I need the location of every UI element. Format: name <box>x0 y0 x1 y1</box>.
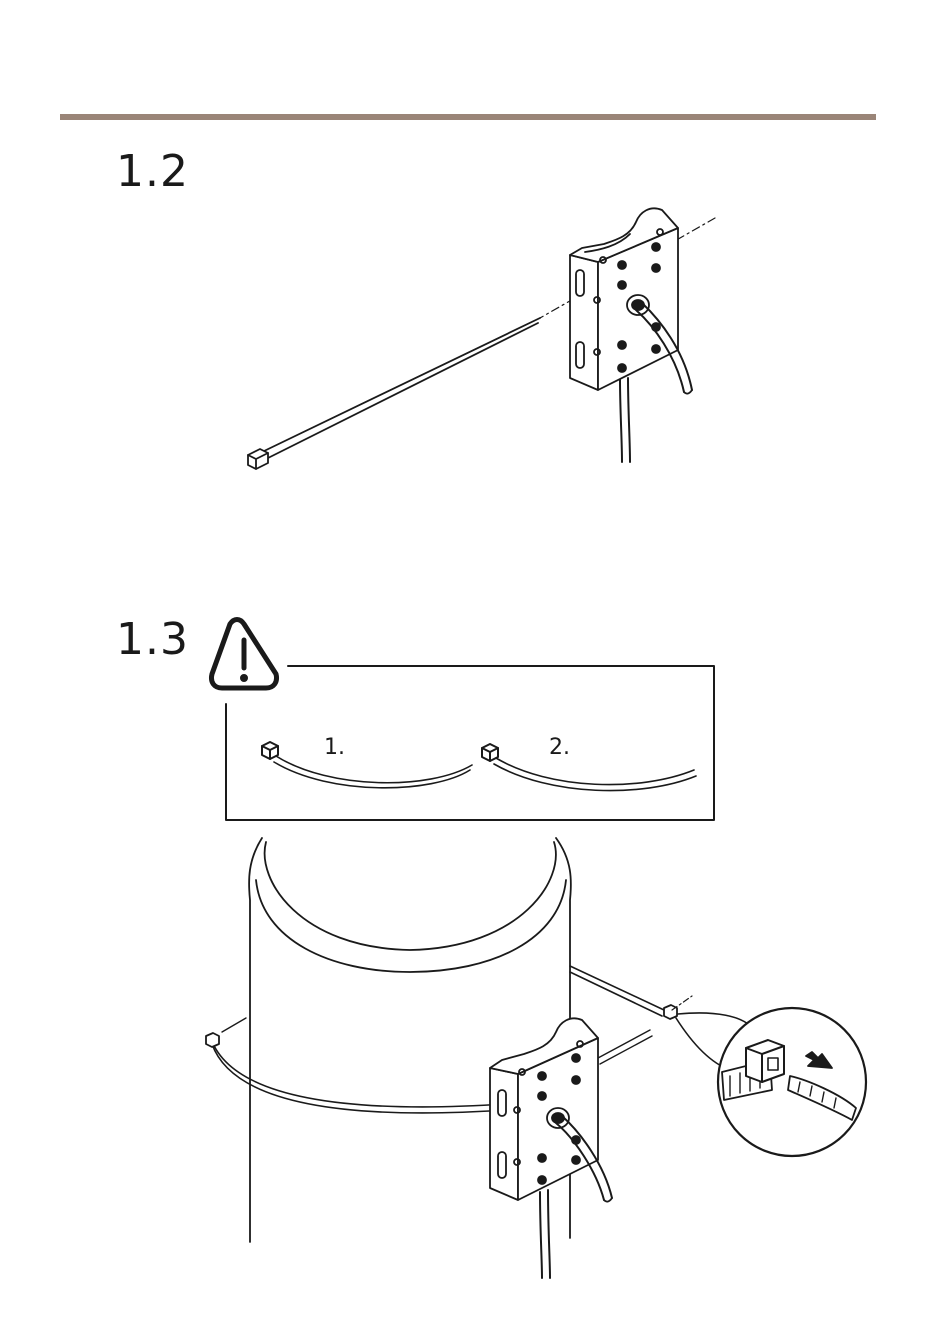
tie-straight-illustration <box>262 742 472 788</box>
header-rule <box>60 114 876 120</box>
cable-tie <box>248 318 540 469</box>
tie-label-2: 2. <box>549 737 570 759</box>
figure-1-2 <box>0 195 933 485</box>
step-number-1-3: 1.3 <box>116 618 189 662</box>
figure-1-3 <box>0 830 933 1290</box>
pole-bracket <box>570 208 692 462</box>
warning-triangle-icon <box>211 620 276 689</box>
zoom-detail-callout <box>676 1008 866 1156</box>
cable-tie-around-pole <box>206 966 692 1113</box>
tie-label-1: 1. <box>324 737 345 759</box>
step-number-1-2: 1.2 <box>116 150 189 194</box>
tie-curved-illustration <box>482 744 696 791</box>
pole-bracket <box>490 1018 612 1278</box>
warning-panel <box>200 610 730 830</box>
